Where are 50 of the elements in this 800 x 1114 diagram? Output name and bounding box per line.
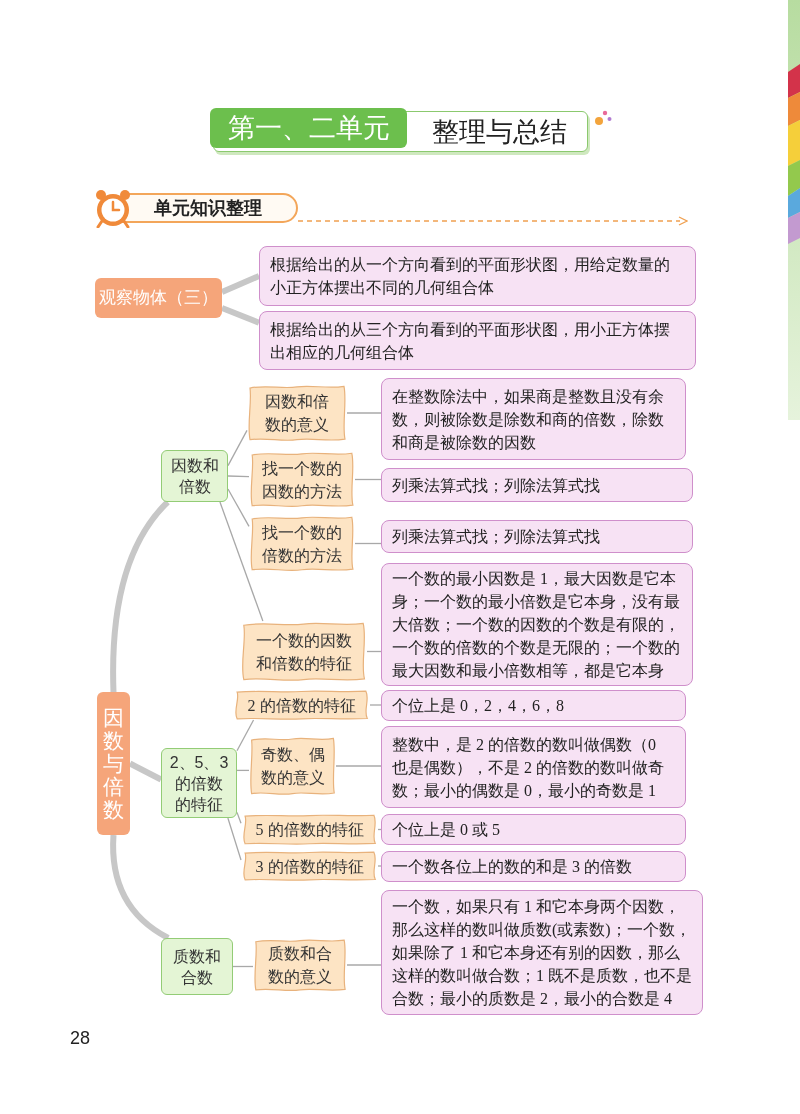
connector-line xyxy=(369,704,382,706)
note-box: 列乘法算式找；列除法算式找 xyxy=(381,468,693,502)
section-tab: 单元知识整理 xyxy=(122,193,298,223)
scroll-label: 3 的倍数的特征 xyxy=(241,851,378,881)
subtopic-box: 2、5、3的倍数的特征 xyxy=(161,748,237,818)
note-box: 个位上是 0 或 5 xyxy=(381,814,686,845)
scroll-label: 找一个数的倍数的方法 xyxy=(249,515,355,572)
topic-box: 观察物体（三） xyxy=(95,278,222,318)
connector-line xyxy=(346,964,382,966)
scroll-label: 奇数、偶数的意义 xyxy=(249,736,336,796)
connector-line xyxy=(236,719,255,752)
scroll-label: 质数和合数的意义 xyxy=(253,938,347,992)
connector-line xyxy=(354,542,382,545)
scroll-label: 2 的倍数的特征 xyxy=(233,690,370,720)
note-box: 整数中，是 2 的倍数的数叫做偶数（0 也是偶数），不是 2 的倍数的数叫做奇数；最小的偶数是 0，最小的奇数是 1 xyxy=(381,726,686,808)
connector-line xyxy=(232,965,254,968)
note-box: 在整数除法中，如果商是整数且没有余数，则被除数是除数和商的倍数，除数和商是被除数的因数 xyxy=(381,378,686,460)
connector-line xyxy=(377,865,382,867)
note-box: 一个数，如果只有 1 和它本身两个因数，那么这样的数叫做质数(或素数)；一个数，如果除了 1 和它本身还有别的因数，那么这样的数叫做合数；1 既不是质数，也不是合数；最小的质数是 2，最小的合数是 4 xyxy=(381,890,703,1015)
connector-line xyxy=(354,478,382,481)
note-box: 根据给出的从三个方向看到的平面形状图，用小正方体摆出相应的几何组合体 xyxy=(259,311,696,370)
connector-line xyxy=(227,488,250,528)
connector-line xyxy=(377,828,382,831)
note-box: 个位上是 0，2，4，6，8 xyxy=(381,690,686,721)
note-box: 一个数的最小因数是 1，最大因数是它本身；一个数的最小倍数是它本身，没有最大倍数；一个数的因数的个数是有限的，一个数的倍数的个数是无限的；一个数的最大因数和最小倍数相等，都是它本身 xyxy=(381,563,693,686)
note-box: 根据给出的从一个方向看到的平面形状图，用给定数量的小正方体摆出不同的几何组合体 xyxy=(259,246,696,306)
connector-line xyxy=(227,475,250,478)
title-text: 整理与总结 xyxy=(430,116,568,149)
connector-line xyxy=(227,817,242,861)
subtopic-box: 因数和倍数 xyxy=(161,450,228,502)
connector-line xyxy=(346,412,382,414)
branch-line xyxy=(110,834,170,941)
branch-line xyxy=(128,760,163,783)
scroll-label: 找一个数的因数的方法 xyxy=(249,451,355,508)
connector-line xyxy=(335,765,382,767)
scroll-label: 一个数的因数和倍数的特征 xyxy=(240,621,367,682)
page-number: 28 xyxy=(70,1027,91,1049)
connector-line xyxy=(227,429,248,467)
branch-line xyxy=(220,273,261,295)
branch-line xyxy=(110,499,170,693)
note-box: 列乘法算式找；列除法算式找 xyxy=(381,520,693,553)
note-box: 一个数各位上的数的和是 3 的倍数 xyxy=(381,851,686,882)
connector-line xyxy=(236,811,242,824)
subtopic-box: 质数和合数 xyxy=(161,938,233,995)
scroll-label: 5 的倍数的特征 xyxy=(241,814,378,845)
scroll-label: 因数和倍数的意义 xyxy=(247,384,347,442)
title-tab: 第一、二单元 xyxy=(210,108,407,148)
branch-line xyxy=(220,305,261,326)
connector-line xyxy=(219,501,264,622)
topic-box: 因数与倍数 xyxy=(97,692,130,835)
